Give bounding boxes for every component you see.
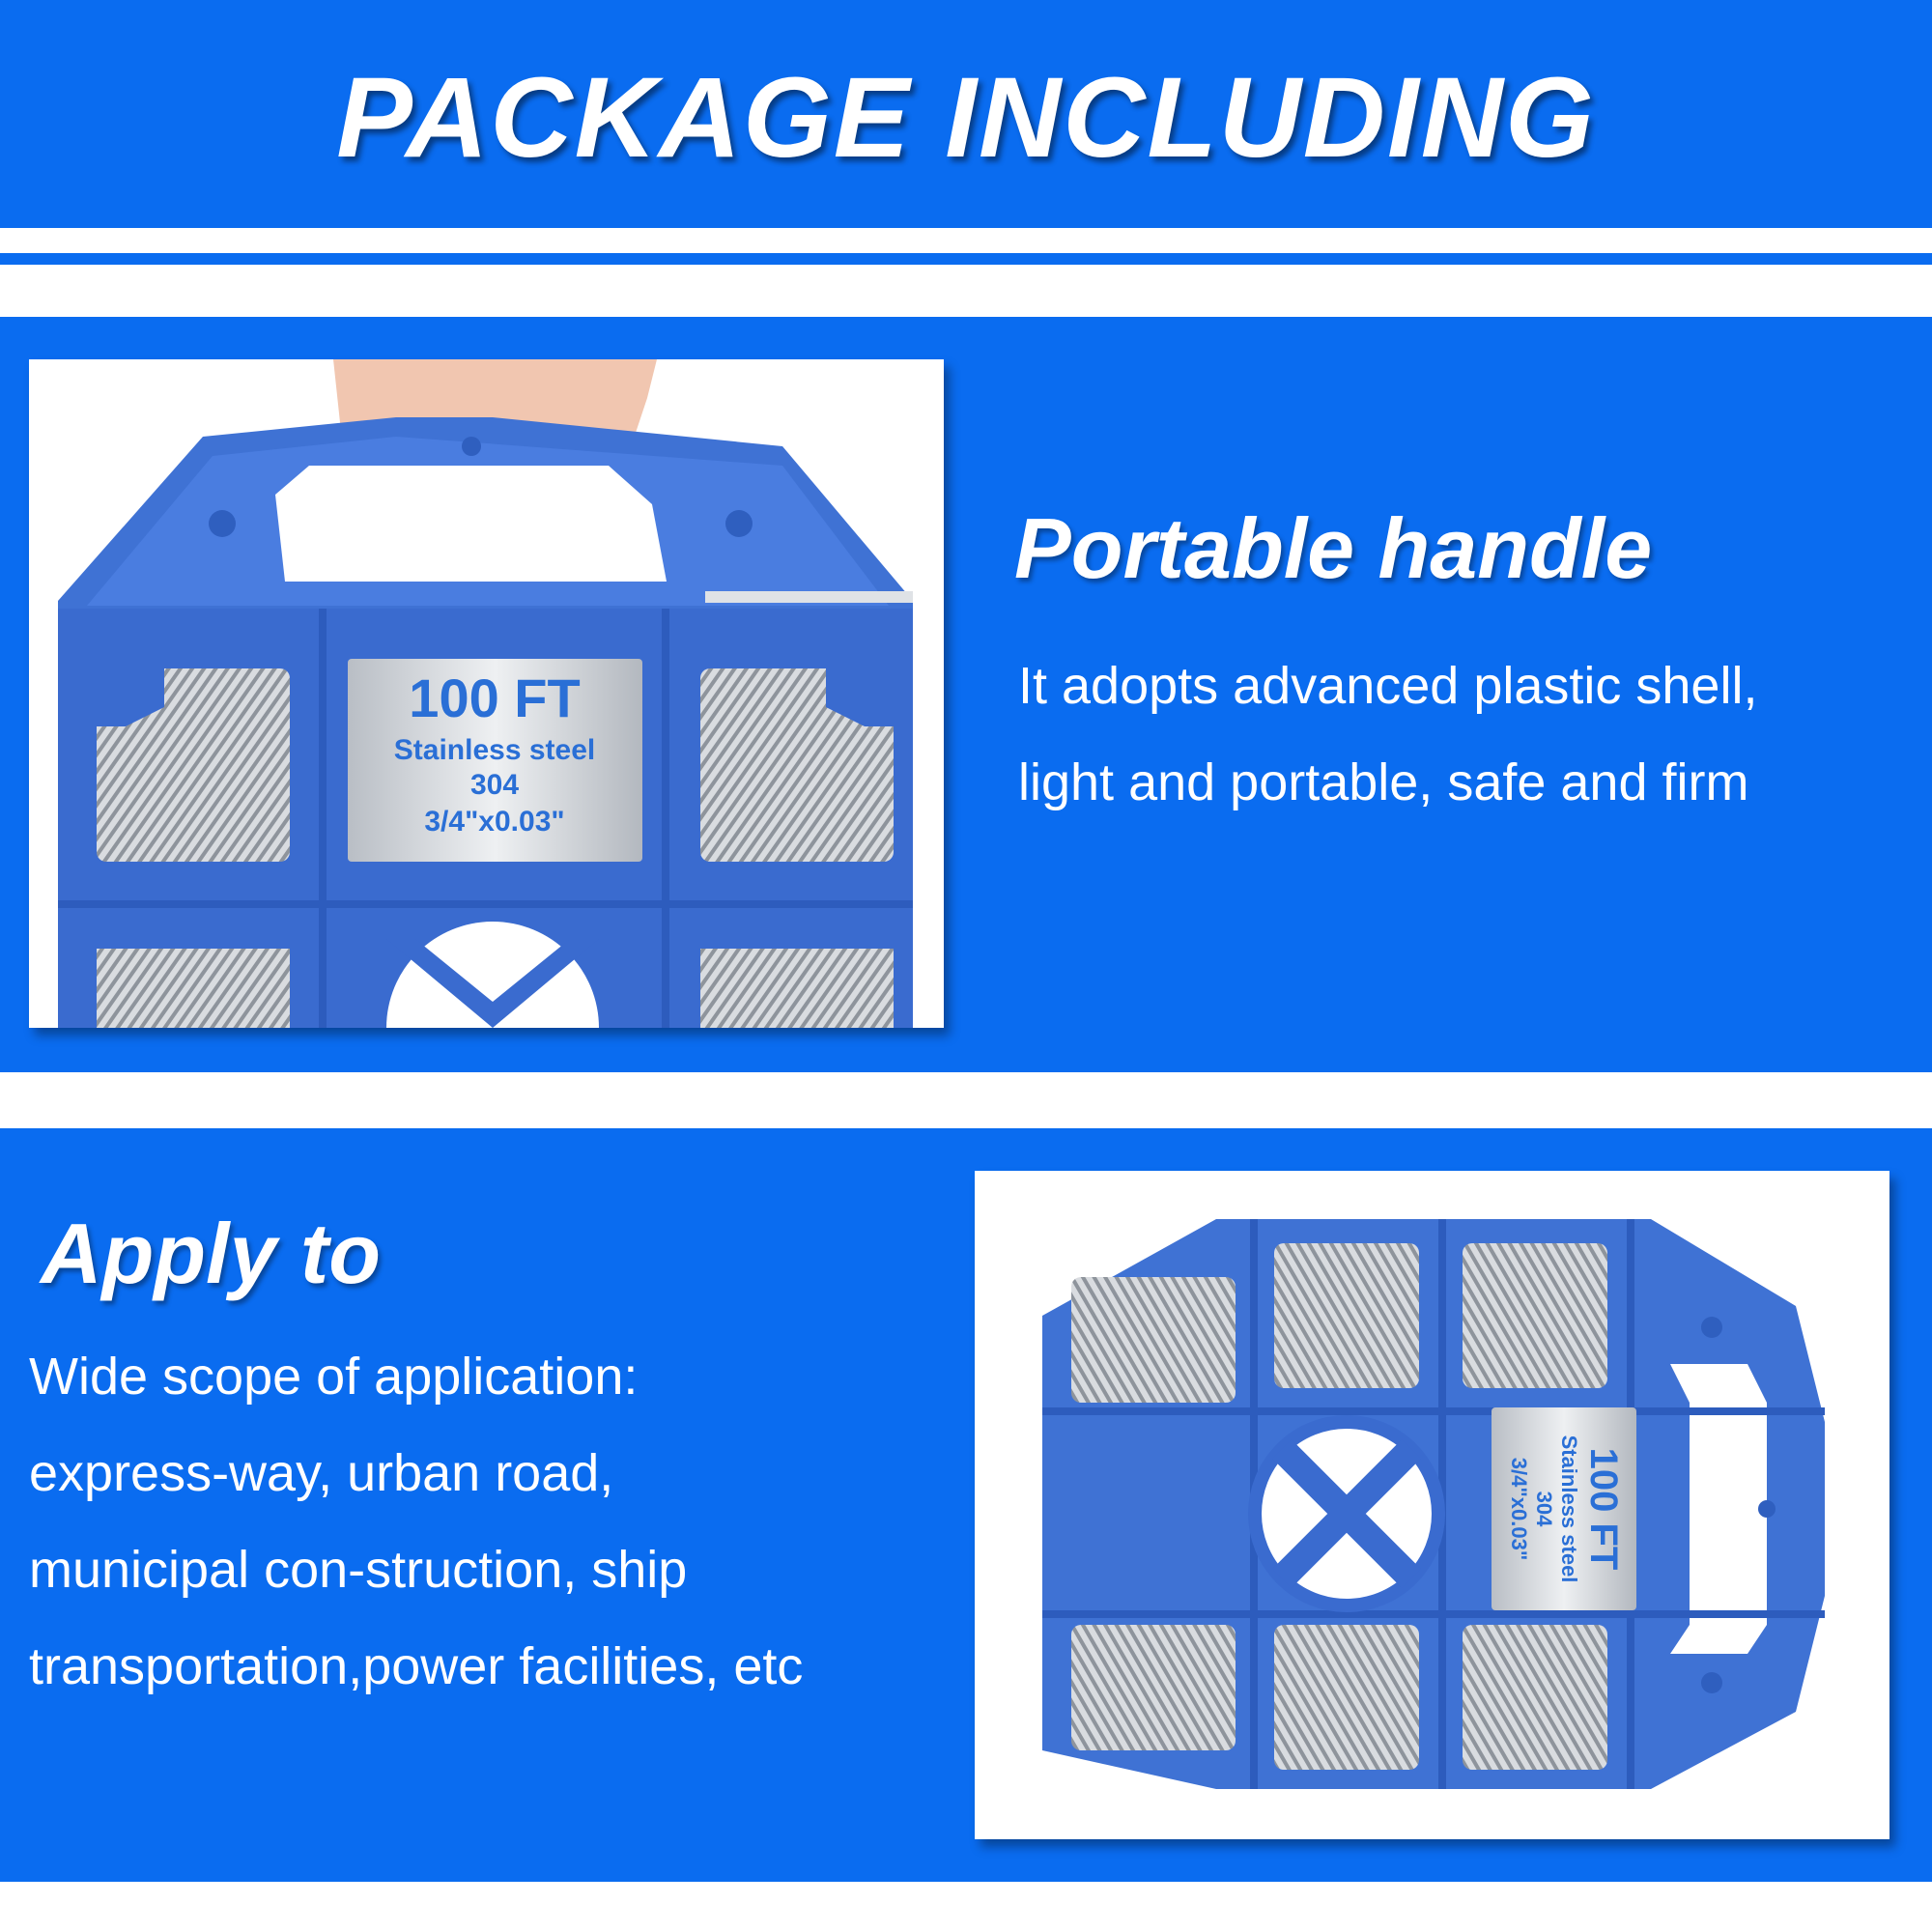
label-size: 3/4"x0.03": [424, 806, 564, 838]
label-size-rotated: 3/4"x0.03": [1507, 1458, 1531, 1561]
label-length-rotated: 100 FT: [1582, 1448, 1625, 1571]
product-photo-handle: 100 FT Stainless steel 304 3/4"x0.03": [29, 359, 944, 1028]
portable-handle-heading: Portable handle: [1014, 500, 1653, 596]
divider-stripe: [0, 253, 1932, 265]
dispenser-upright-illustration: 100 FT Stainless steel 304 3/4"x0.03": [58, 359, 913, 1028]
header-band: [0, 0, 1932, 228]
label-grade-rotated: 304: [1532, 1492, 1556, 1527]
description-line: express-way, urban road,: [29, 1444, 614, 1502]
label-material: Stainless steel: [394, 734, 595, 766]
product-photo-side: 100 FT Stainless steel 304 3/4"x0.03": [975, 1171, 1889, 1839]
apply-to-description: Wide scope of application: express-way, …: [29, 1328, 803, 1715]
description-line: light and portable, safe and firm: [1018, 753, 1749, 811]
description-line: Wide scope of application:: [29, 1348, 639, 1406]
label-grade: 304: [470, 769, 519, 801]
page-title: PACKAGE INCLUDING: [336, 54, 1596, 182]
apply-to-heading: Apply to: [41, 1206, 381, 1301]
description-line: transportation,power facilities, etc: [29, 1637, 804, 1695]
portable-handle-description: It adopts advanced plastic shell, light …: [1018, 638, 1757, 831]
dispenser-sideways-illustration: 100 FT Stainless steel 304 3/4"x0.03": [1042, 1219, 1825, 1789]
label-length: 100 FT: [409, 668, 580, 728]
label-material-rotated: Stainless steel: [1557, 1435, 1581, 1583]
description-line: municipal con-struction, ship: [29, 1541, 688, 1599]
description-line: It adopts advanced plastic shell,: [1018, 657, 1758, 715]
